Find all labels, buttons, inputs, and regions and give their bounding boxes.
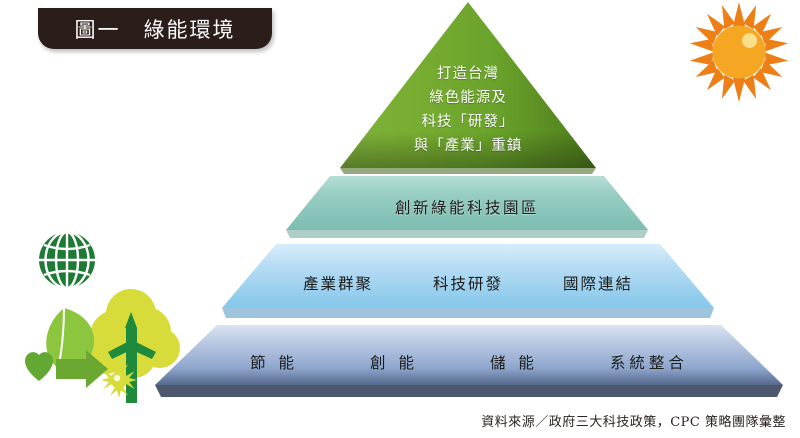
pyramid-tier-vision: 打造台灣 綠色能源及 科技「研發」 與「產業」重鎮 (340, 2, 596, 174)
tier-line: 打造台灣 (437, 66, 499, 82)
tier-line: 與「產業」重鎮 (413, 138, 523, 154)
arrow-right-icon (56, 350, 108, 388)
pyramid-tier-park: 創新綠能科技園區 (286, 176, 648, 238)
heart-icon (25, 352, 53, 381)
eco-illustration-cluster (8, 228, 188, 403)
page-title: 圖一 綠能環境 (74, 17, 236, 42)
flower-sun-icon (101, 362, 137, 398)
pyramid-diagram: 打造台灣 綠色能源及 科技「研發」 與「產業」重鎮 創新綠能科技園區 (155, 2, 783, 397)
tier-cell: 產業群聚 (302, 275, 373, 293)
tier-cell: 科技研發 (432, 275, 503, 293)
tier-cell: 節 能 (250, 354, 299, 372)
pyramid-tier-strategy: 產業群聚 科技研發 國際連結 (222, 244, 714, 318)
tier-cell: 創 能 (370, 354, 418, 372)
tier-line: 綠色能源及 (429, 90, 507, 106)
tier-cell: 儲 能 (489, 354, 538, 372)
tree-icon (86, 289, 180, 403)
globe-icon (39, 230, 95, 290)
tier-cell: 國際連結 (563, 275, 634, 293)
pyramid-tier-foundation: 節 能 創 能 儲 能 系統整合 (155, 325, 783, 397)
tier-cell: 創新綠能科技園區 (394, 199, 539, 217)
source-credit: 資料來源／政府三大科技政策，CPC 策略團隊彙整 (481, 415, 786, 430)
sun-icon (686, 2, 792, 102)
tier-line: 科技「研發」 (421, 114, 515, 130)
figure-title-banner: 圖一 綠能環境 (38, 8, 272, 49)
tier-cell: 系統整合 (609, 354, 688, 372)
